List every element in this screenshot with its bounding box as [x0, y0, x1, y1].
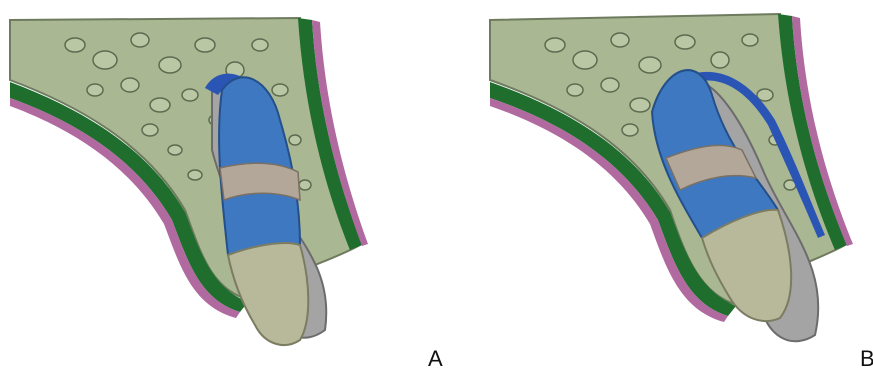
tooth-crown	[228, 243, 308, 345]
panel-b-illustration	[480, 0, 870, 376]
panel-label-b: B	[860, 346, 873, 372]
panel-label-a: A	[428, 346, 443, 372]
panel-a-illustration	[0, 0, 400, 376]
